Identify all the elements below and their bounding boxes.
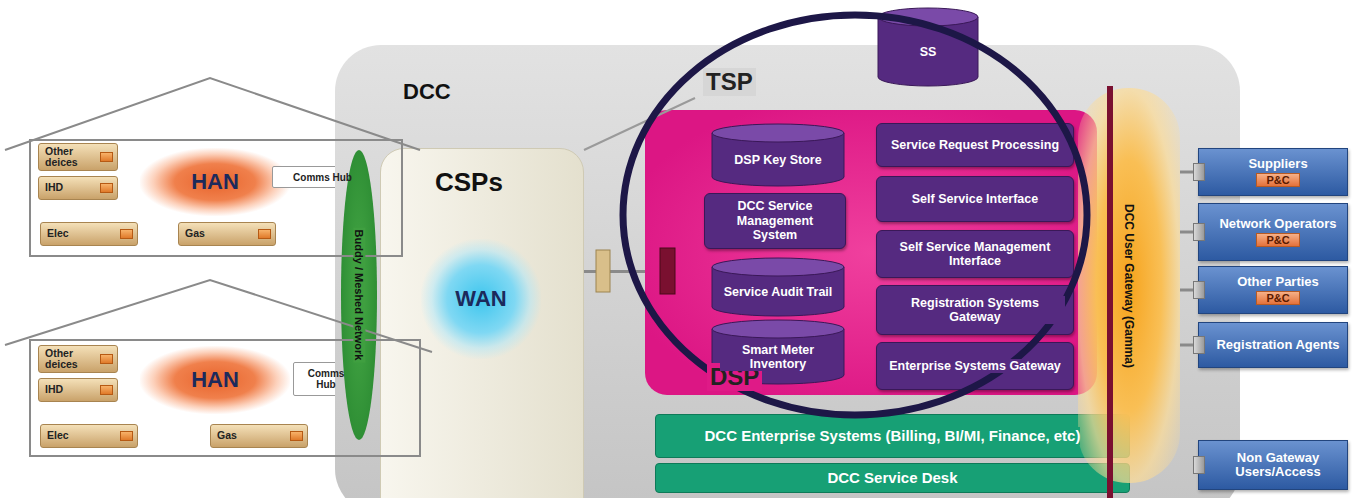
cylinder-top: [712, 258, 844, 276]
node-label: Elec: [47, 228, 69, 239]
node-label: SS: [920, 45, 937, 59]
node-label: DCC Service Management System: [713, 199, 837, 242]
node-label: Comms Hub: [298, 368, 354, 390]
house-outline: [5, 78, 432, 456]
tag-label: P&C: [1256, 173, 1299, 187]
node-label: HAN: [191, 367, 239, 393]
party-box: SuppliersP&C: [1198, 148, 1348, 196]
port-symbol: [596, 250, 610, 292]
node-label: Buddy / Meshed Network: [353, 228, 365, 363]
node-label: Registration Agents: [1216, 338, 1339, 352]
device-box: IHD: [38, 378, 118, 402]
node-label: IHD: [45, 182, 63, 193]
section-label: TSP: [703, 68, 756, 96]
mesh-network-oval: Buddy / Meshed Network: [341, 150, 377, 440]
wan-glow: WAN: [421, 239, 541, 359]
dsp-panel: DSPDSP Key StoreDCC Service Management S…: [645, 110, 1097, 395]
process-box: Self Service Interface: [876, 176, 1074, 222]
system-bar: DCC Service Desk: [655, 463, 1130, 493]
house-body: [30, 140, 402, 256]
node-label: Other Parties: [1237, 275, 1319, 289]
highlight-circle: [623, 15, 1087, 415]
node-label: Other deices: [45, 146, 97, 168]
house-roof: [5, 280, 432, 352]
node-label: CSPs: [435, 167, 503, 197]
node-label: DCC Service Desk: [827, 469, 957, 486]
node-label: Elec: [47, 430, 69, 441]
node-label: Enterprise Systems Gateway: [886, 359, 1064, 373]
device-box: Elec: [40, 424, 138, 448]
device-box: Other deices: [38, 345, 118, 373]
node-label: Network Operators: [1219, 217, 1336, 231]
node-label: DCC User Gateway (Gamma): [1122, 203, 1136, 367]
node-label: Smart Meter Inventory: [720, 343, 836, 372]
process-box: DCC Service Management System: [704, 193, 846, 249]
device-box: IHD: [38, 176, 118, 200]
node-label: DCC: [403, 79, 451, 104]
party-box: Other PartiesP&C: [1198, 266, 1348, 314]
device-box: Elec: [40, 222, 138, 246]
node-label: HAN: [191, 169, 239, 195]
datastore-cylinder: DSP Key Store: [712, 124, 844, 186]
node-label: Self Service Interface: [909, 192, 1041, 206]
device-box: Gas: [210, 424, 308, 448]
tag-label: P&C: [1256, 233, 1299, 247]
port-symbol: [660, 248, 675, 294]
device-box: Gas: [178, 222, 276, 246]
csp-panel: CSPsWAN: [380, 148, 584, 498]
han-glow: HAN: [140, 148, 290, 216]
node-label: Non Gateway Users/Access: [1215, 451, 1341, 480]
process-box: Service Request Processing: [876, 123, 1074, 167]
node-label: Self Service Management Interface: [885, 240, 1065, 269]
device-box: Other deices: [38, 143, 118, 171]
party-box: Non Gateway Users/Access: [1198, 440, 1348, 490]
node-label: Comms Hub: [293, 172, 352, 183]
node-label: DSP Key Store: [731, 153, 824, 167]
node-label: Suppliers: [1248, 157, 1307, 171]
node-label: Gas: [185, 228, 205, 239]
node-label: IHD: [45, 384, 63, 395]
datastore-cylinder: Service Audit Trail: [712, 258, 844, 316]
process-box: Self Service Management Interface: [876, 230, 1074, 278]
party-box: Registration Agents: [1198, 322, 1348, 368]
node-label: DCC Enterprise Systems (Billing, BI/MI, …: [705, 427, 1081, 444]
node-label: Service Request Processing: [888, 138, 1062, 152]
tag-label: P&C: [1256, 291, 1299, 305]
party-box: Network OperatorsP&C: [1198, 203, 1348, 261]
node-label: WAN: [455, 286, 506, 312]
node-label: Service Audit Trail: [721, 285, 836, 299]
node-label: Other deices: [45, 348, 97, 370]
system-bar: DCC Enterprise Systems (Billing, BI/MI, …: [655, 414, 1130, 458]
dcc-panel: DCC CSPsWAN DSPDSP Key StoreDCC Service Ma…: [335, 45, 1240, 498]
gateway-cloud: DCC User Gateway (Gamma): [1078, 88, 1180, 483]
node-label: Gas: [217, 430, 237, 441]
cylinder-top: [712, 124, 844, 142]
node-label: Registration Systems Gateway: [885, 296, 1065, 325]
house-body: [30, 340, 420, 456]
gateway-bar: [1107, 86, 1113, 498]
cylinder-top: [712, 320, 844, 338]
han-glow: HAN: [140, 346, 290, 414]
